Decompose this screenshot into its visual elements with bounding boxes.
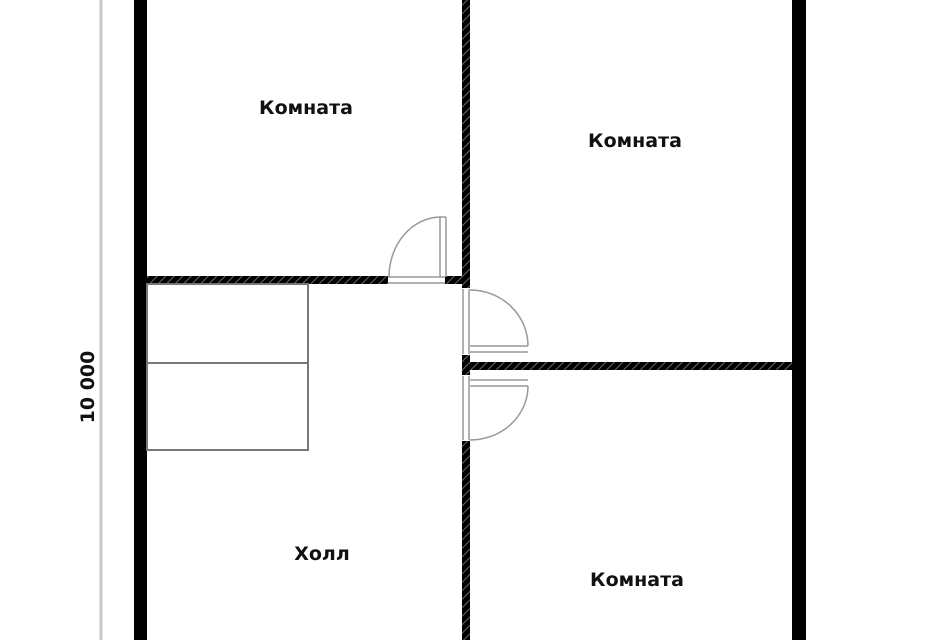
inner-wall-right-horizontal: [470, 362, 792, 370]
door-hall-top-right: [462, 289, 529, 354]
room-label-top-right: Комната: [588, 130, 682, 152]
outer-wall-right: [792, 0, 806, 640]
room-label-hall: Холл: [294, 543, 350, 565]
built-in-storage: [146, 283, 309, 451]
inner-wall-left-horizontal: [147, 276, 388, 284]
room-label-top-left: Комната: [259, 97, 353, 119]
door-top-left: [388, 216, 447, 284]
inner-wall-middle-segment: [462, 355, 470, 375]
room-label-bottom-right: Комната: [590, 569, 684, 591]
inner-wall-left-horizontal-stub: [445, 276, 462, 284]
dimension-label: 10 000: [77, 350, 99, 424]
door-hall-bottom-right: [462, 376, 529, 441]
inner-wall-middle-top: [462, 0, 470, 288]
inner-wall-middle-bottom: [462, 441, 470, 640]
outer-wall-left: [134, 0, 147, 640]
